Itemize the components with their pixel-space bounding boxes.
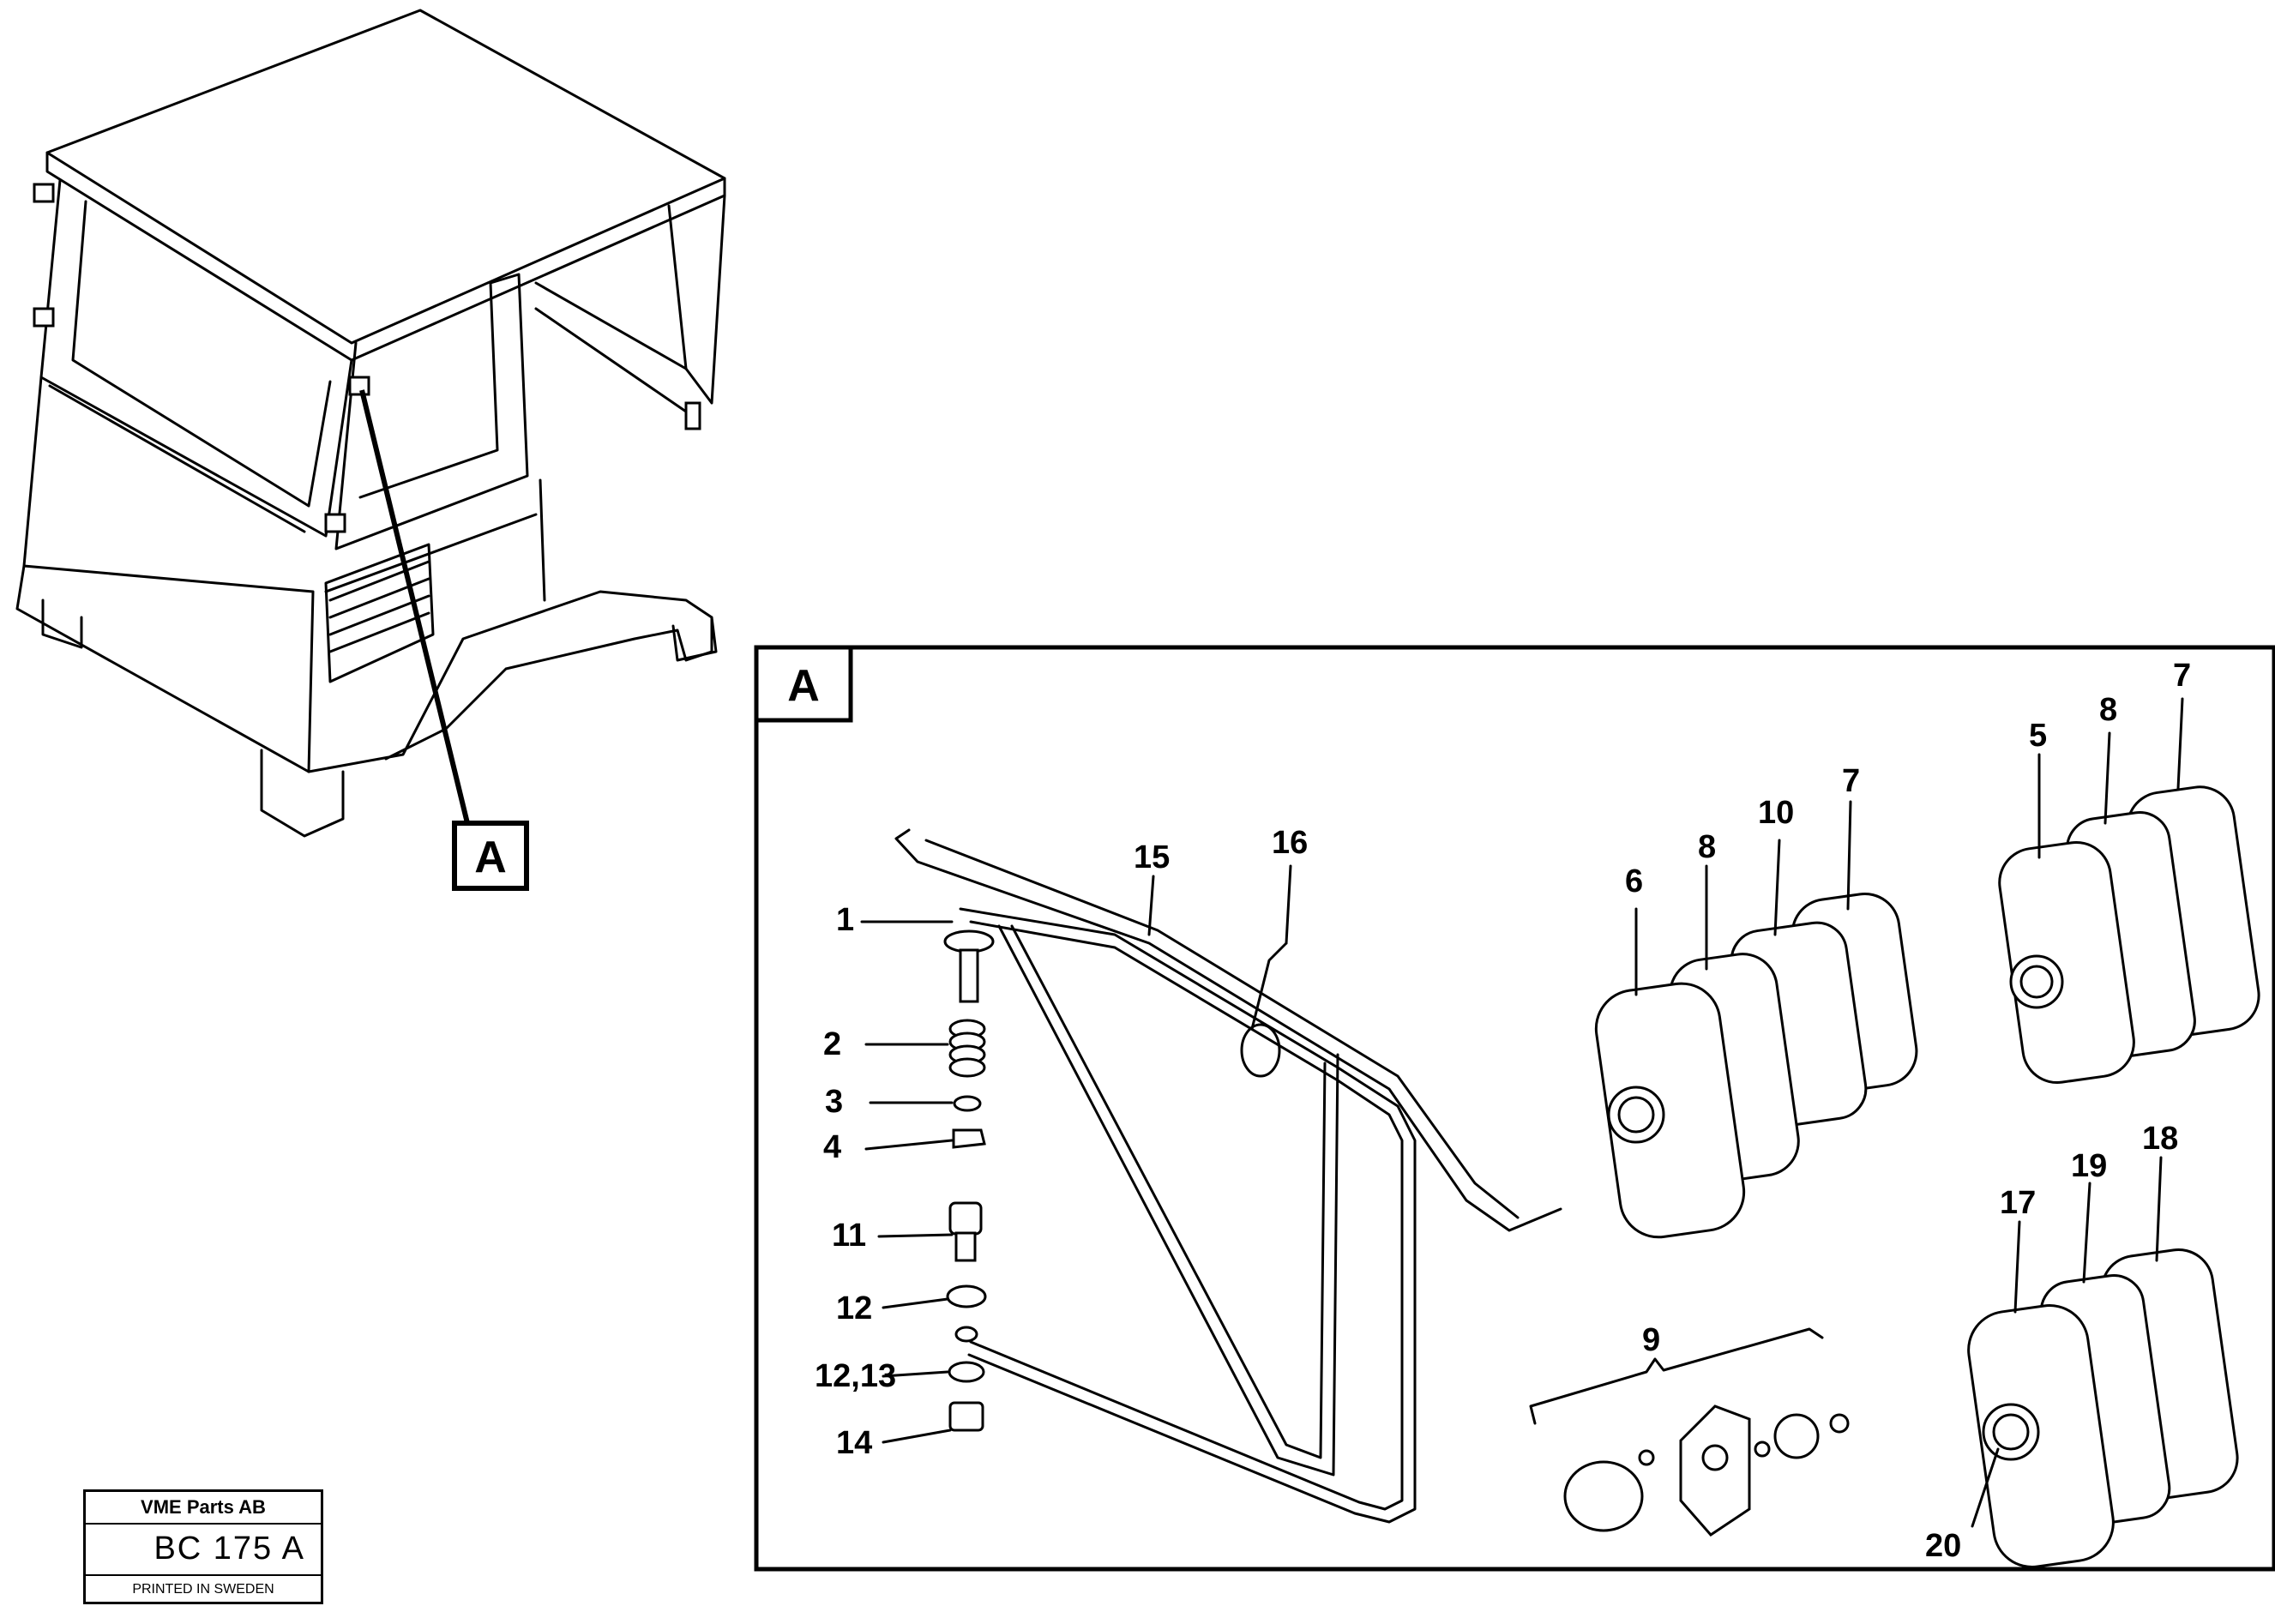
callout-20: 20: [1925, 1528, 1961, 1564]
mirror-arm: [894, 828, 1562, 1524]
callout-18: 18: [2142, 1121, 2178, 1157]
detail-label: A: [787, 661, 820, 711]
callout-4: 4: [823, 1129, 841, 1165]
callout-12: 12: [836, 1290, 872, 1326]
bracket-set: [1529, 1327, 1850, 1537]
leader-lines: [860, 697, 2184, 1528]
cab-overview: [15, 9, 726, 838]
mirror-set-middle: [1594, 892, 1918, 1239]
callout-19: 19: [2071, 1148, 2107, 1184]
drawing-code: BC 175 A: [86, 1523, 321, 1576]
callout-1: 1: [836, 902, 854, 938]
callout-2: 2: [823, 1026, 841, 1062]
callout-15: 15: [1134, 839, 1170, 875]
overview-label: A: [474, 833, 507, 882]
mirror-set-lower: [1967, 1248, 2239, 1568]
detail-a-frame: A: [754, 645, 2275, 1572]
overview-label-box: A: [452, 821, 529, 891]
mirror-set-right: [1998, 785, 2260, 1085]
callout-7a: 7: [1842, 763, 1860, 799]
callout-8b: 8: [2099, 692, 2117, 728]
hardware-stack: [943, 929, 995, 1432]
callout-8a: 8: [1698, 829, 1716, 865]
callout-16: 16: [1272, 825, 1308, 861]
callout-11: 11: [832, 1218, 866, 1254]
callout-6: 6: [1625, 863, 1643, 899]
callout-10: 10: [1758, 795, 1794, 831]
callout-9: 9: [1642, 1322, 1660, 1358]
callout-5: 5: [2029, 718, 2047, 754]
callouts: 1 2 3 4 11 12 12,13 14 15 16 6 8 10 7 5 …: [815, 658, 2191, 1564]
callout-3: 3: [825, 1084, 843, 1120]
callout-17: 17: [2000, 1185, 2036, 1221]
callout-14: 14: [836, 1425, 872, 1461]
callout-12-13: 12,13: [815, 1358, 896, 1394]
title-block: VME Parts AB BC 175 A PRINTED IN SWEDEN: [83, 1489, 323, 1604]
callout-7b: 7: [2173, 658, 2191, 694]
company-name: VME Parts AB: [86, 1492, 321, 1525]
printed-note: PRINTED IN SWEDEN: [132, 1582, 274, 1597]
